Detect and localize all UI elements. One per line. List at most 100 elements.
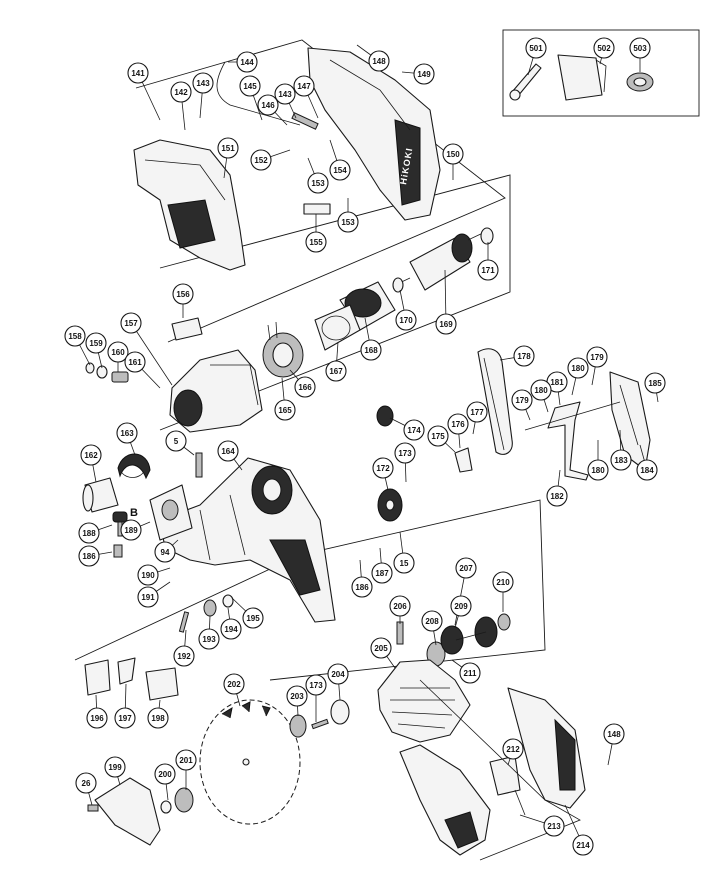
callout-circle xyxy=(173,645,195,667)
callout-number: 209 xyxy=(454,602,468,611)
callout-number: 159 xyxy=(89,339,103,348)
callout-circle xyxy=(107,341,129,363)
callout-212: 212 xyxy=(502,738,524,760)
callout-circle xyxy=(360,339,382,361)
callout-circle xyxy=(294,376,316,398)
callout-number: 182 xyxy=(550,492,564,501)
callout-number: 147 xyxy=(297,82,311,91)
callout-circle xyxy=(64,325,86,347)
callout-circle xyxy=(305,231,327,253)
callout-148: 148 xyxy=(603,723,625,745)
callout-circle xyxy=(239,75,261,97)
accessory-washer xyxy=(626,72,654,92)
callout-159: 159 xyxy=(85,332,107,354)
callout-number: 179 xyxy=(515,396,529,405)
callout-number: 173 xyxy=(309,681,323,690)
callout-198: 198 xyxy=(147,707,169,729)
callout-circle xyxy=(371,562,393,584)
drive-belt xyxy=(477,348,513,455)
callout-5: 5 xyxy=(165,430,187,452)
callout-193: 193 xyxy=(198,628,220,650)
carbon-brush xyxy=(303,203,331,215)
callout-number: 171 xyxy=(481,266,495,275)
callout-circle xyxy=(120,312,142,334)
callout-15: 15 xyxy=(393,552,415,574)
callout-number: 196 xyxy=(90,714,104,723)
callout-number: 154 xyxy=(333,166,347,175)
upper-blade-guard xyxy=(377,659,471,743)
accessory-wrench xyxy=(509,63,542,101)
brush-holder xyxy=(262,321,304,378)
callout-number: 153 xyxy=(341,218,355,227)
callout-number: 187 xyxy=(375,569,389,578)
callout-circle xyxy=(165,430,187,452)
callout-number: 177 xyxy=(470,408,484,417)
callout-186: 186 xyxy=(351,576,373,598)
callout-156: 156 xyxy=(172,283,194,305)
callout-circle xyxy=(286,685,308,707)
callout-circle xyxy=(242,607,264,629)
callout-179: 179 xyxy=(586,346,608,368)
bolt-5 xyxy=(195,452,203,478)
callout-number: 158 xyxy=(68,332,82,341)
callout-168: 168 xyxy=(360,339,382,361)
callout-circle xyxy=(587,459,609,481)
callout-210: 210 xyxy=(492,571,514,593)
callout-number: 94 xyxy=(161,548,170,557)
callout-number: 5 xyxy=(174,437,179,446)
callout-147: 147 xyxy=(293,75,315,97)
callout-circle xyxy=(492,571,514,593)
callout-number: 176 xyxy=(451,420,465,429)
callout-circle xyxy=(395,309,417,331)
callout-number: 211 xyxy=(464,669,477,678)
callout-number: 157 xyxy=(124,319,138,328)
callout-number: 193 xyxy=(202,635,216,644)
callout-205: 205 xyxy=(370,637,392,659)
callout-number: 200 xyxy=(158,770,172,779)
cover-group-outline xyxy=(419,679,581,861)
callout-154: 154 xyxy=(329,159,351,181)
callout-circle xyxy=(351,576,373,598)
callout-number: 503 xyxy=(633,44,647,53)
callout-161: 161 xyxy=(124,351,146,373)
callout-number: 191 xyxy=(141,593,155,602)
callout-number: 194 xyxy=(224,625,238,634)
callout-number: 146 xyxy=(261,101,275,110)
callout-158: 158 xyxy=(64,325,86,347)
callout-number: 214 xyxy=(576,841,590,850)
callout-number: 145 xyxy=(243,82,257,91)
callout-number: 148 xyxy=(372,57,386,66)
gear-case xyxy=(159,457,336,623)
callout-146: 146 xyxy=(257,94,279,116)
callout-number: 163 xyxy=(120,429,134,438)
callout-number: 26 xyxy=(82,779,91,788)
callout-number: 195 xyxy=(246,614,260,623)
callout-195: 195 xyxy=(242,607,264,629)
callout-183: 183 xyxy=(610,449,632,471)
callout-number: 152 xyxy=(254,156,268,165)
callout-circle xyxy=(572,834,594,856)
callout-180: 180 xyxy=(530,379,552,401)
callout-circle xyxy=(120,519,142,541)
callout-171: 171 xyxy=(477,259,499,281)
callout-173: 173 xyxy=(394,442,416,464)
roller xyxy=(82,477,119,513)
callout-number: 164 xyxy=(221,447,235,456)
callout-206: 206 xyxy=(389,595,411,617)
callout-number: 207 xyxy=(459,564,473,573)
callout-number: 178 xyxy=(517,352,531,361)
callout-199: 199 xyxy=(104,756,126,778)
callout-circle xyxy=(198,628,220,650)
callout-number: 201 xyxy=(179,756,193,765)
callout-circle xyxy=(610,449,632,471)
rear-handle-cover xyxy=(507,687,586,809)
callout-214: 214 xyxy=(572,834,594,856)
callout-circle xyxy=(603,723,625,745)
callout-layer: 1411421431441451461431471481491511521531… xyxy=(64,37,666,856)
fan-baffle xyxy=(314,304,361,351)
callout-circle xyxy=(413,63,435,85)
callout-164: 164 xyxy=(217,440,239,462)
callout-circle xyxy=(305,674,327,696)
callout-circle xyxy=(435,313,457,335)
